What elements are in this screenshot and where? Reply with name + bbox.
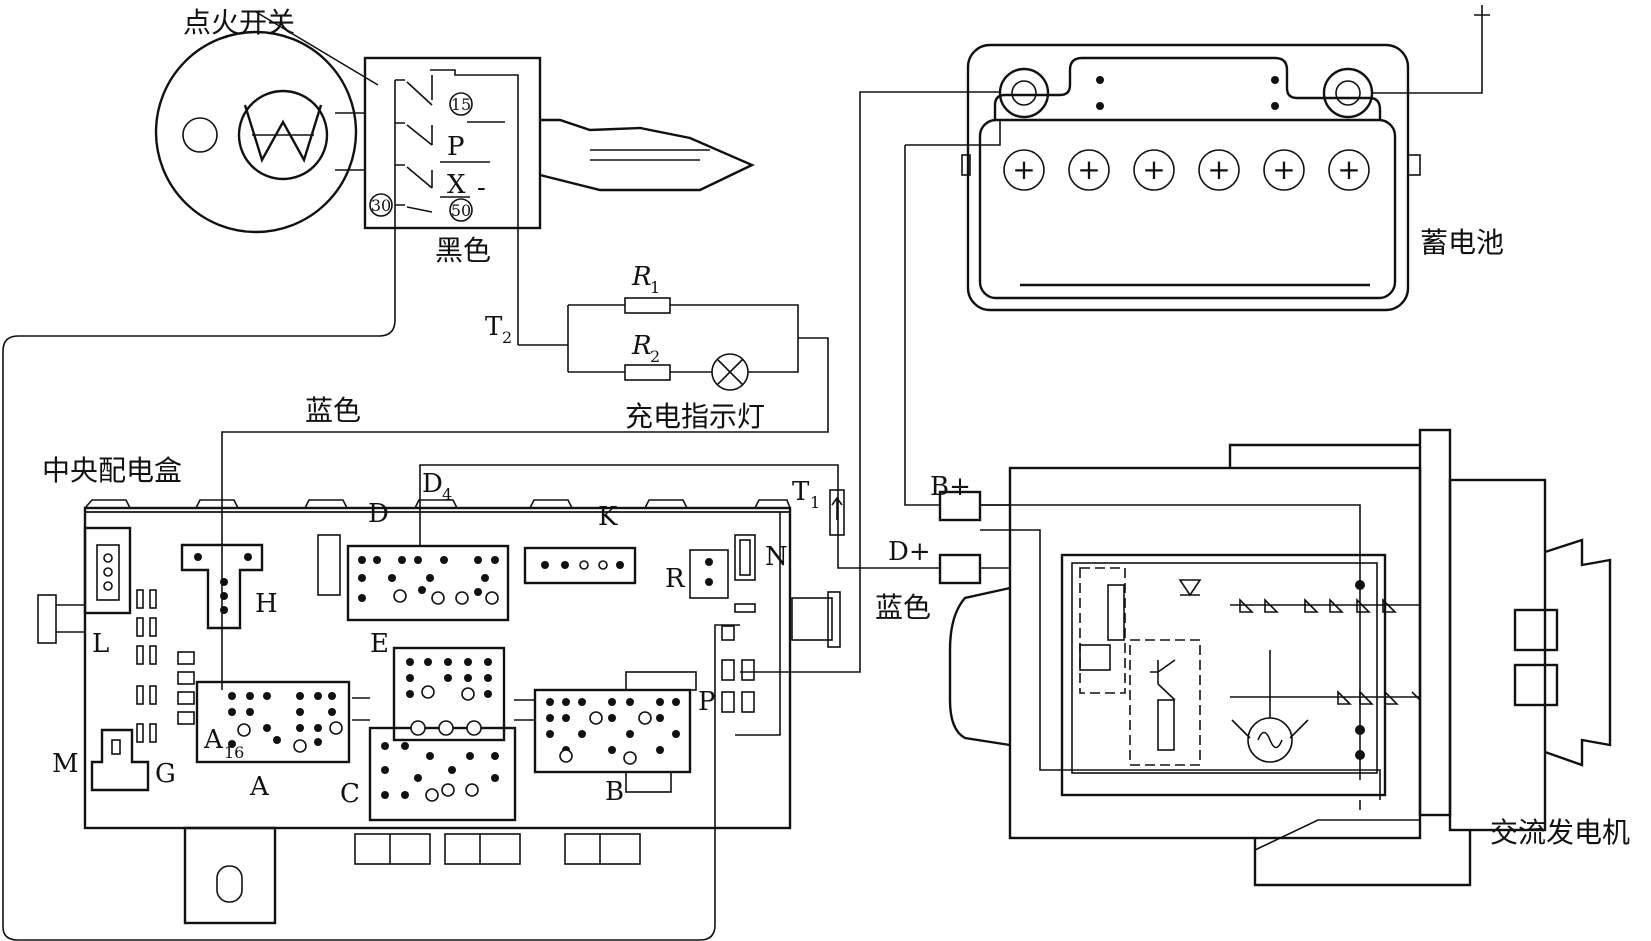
blue-wire-label-1: 蓝色 <box>305 394 361 427</box>
connector-r-label: R <box>665 564 686 594</box>
cell-4-plus: + <box>1207 153 1230 186</box>
connector-g-label: G <box>155 759 176 789</box>
t1-subscript: 1 <box>810 493 820 512</box>
connector-k-label: K <box>598 502 618 532</box>
cell-1-plus: + <box>1012 153 1035 186</box>
connector-c-label: C <box>340 779 360 809</box>
terminal-p-label: P <box>447 132 465 162</box>
terminal-50-label: 50 <box>451 201 471 220</box>
r2-label: R <box>631 331 652 361</box>
a16-label: A <box>203 725 224 755</box>
alternator <box>938 428 1612 887</box>
ground-strap-icon <box>1372 5 1490 94</box>
d4-subscript: 4 <box>442 485 452 504</box>
cell-3-plus: + <box>1142 153 1165 186</box>
key-icon <box>539 118 755 192</box>
connector-l-label: L <box>92 629 109 659</box>
resistor-r1 <box>624 297 671 314</box>
charge-indicator-label: 充电指示灯 <box>625 400 765 433</box>
connector-n-label: N <box>765 542 788 572</box>
d4-label: D <box>422 469 443 499</box>
cell-2-plus: + <box>1077 153 1100 186</box>
r2-subscript: 2 <box>650 347 660 366</box>
ignition-switch-label: 点火开关 <box>183 6 295 39</box>
connector-e-label: E <box>370 629 389 659</box>
stator-coil-icon <box>1231 650 1309 763</box>
a16-subscript: 16 <box>224 743 244 762</box>
cell-5-plus: + <box>1272 153 1295 186</box>
ignition-switch: 15 30 50 P X - <box>154 30 755 345</box>
connector-a-label: A <box>249 772 270 802</box>
connector-b-label: B <box>605 777 624 807</box>
brand-logo-icon <box>237 89 329 181</box>
charge-indicator-circuit <box>221 297 829 690</box>
alternator-label: 交流发电机 <box>1490 816 1630 849</box>
r1-label: R <box>631 262 652 292</box>
battery: + + + + + + <box>961 43 1421 312</box>
black-wire-label: 黑色 <box>435 234 491 267</box>
battery-label: 蓄电池 <box>1420 226 1504 259</box>
rectifier-diodes-icon <box>1230 585 1421 810</box>
terminal-15-label: 15 <box>451 95 471 114</box>
central-box-label: 中央配电盒 <box>42 454 182 487</box>
terminal-30-label: 30 <box>371 196 391 215</box>
connector-h-label: H <box>255 589 278 619</box>
connector-m-label: M <box>52 749 79 779</box>
connector-p-label: P <box>698 687 716 717</box>
blue-wire-label-2: 蓝色 <box>875 591 931 624</box>
t2-label: T <box>485 312 503 342</box>
t2-subscript: 2 <box>502 328 512 347</box>
r1-subscript: 1 <box>650 278 660 297</box>
terminal-minus-label: - <box>477 173 486 203</box>
cell-6-plus: + <box>1337 153 1360 186</box>
b-plus-label: B+ <box>930 472 971 502</box>
central-distribution-box <box>37 499 841 925</box>
resistor-r2 <box>624 364 671 381</box>
t1-label: T <box>792 477 810 507</box>
d-plus-label: D+ <box>888 537 931 567</box>
terminal-x-label: X <box>447 170 466 200</box>
fuse-t1 <box>829 489 845 536</box>
connector-d-label: D <box>368 499 389 529</box>
lamp-icon <box>711 353 749 391</box>
